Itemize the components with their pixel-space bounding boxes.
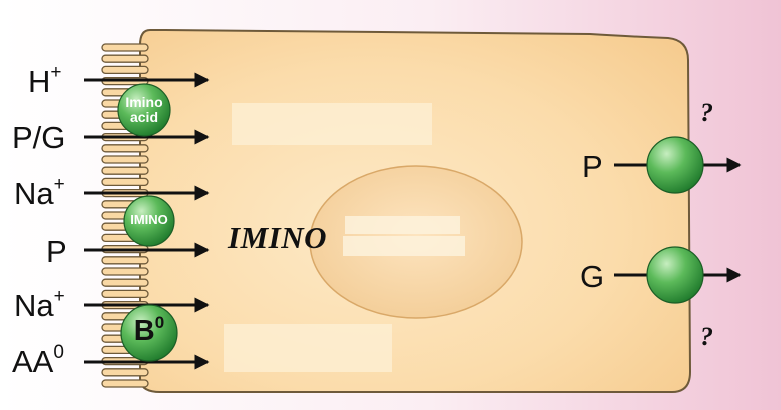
baso-transporter-p	[646, 136, 704, 194]
label-na-plus-2: Na+	[14, 286, 65, 323]
microvillus	[101, 166, 149, 175]
label-p: P	[46, 234, 67, 269]
microvillus	[101, 368, 149, 377]
blank-box-nucleus-2	[343, 236, 465, 256]
microvillus	[101, 289, 149, 299]
microvillus	[101, 155, 149, 164]
transporter-b0-label: B0	[133, 313, 165, 347]
label-p-g: P/G	[12, 120, 66, 155]
baso-transporter-g	[646, 246, 704, 304]
label-na-plus-1: Na+	[14, 174, 65, 211]
microvillus	[101, 267, 149, 276]
blank-box-bottom	[224, 324, 392, 372]
question-mark-top: ?	[700, 98, 713, 127]
question-mark-bottom: ?	[700, 322, 713, 351]
cell-imino-label: IMINO	[228, 220, 327, 255]
blank-box-nucleus-1	[345, 216, 460, 234]
label-h-plus: H+	[28, 62, 62, 99]
microvillus	[101, 43, 149, 52]
label-aa0: AA0	[12, 342, 64, 379]
transporter-imino-label: IMINO	[130, 212, 168, 227]
microvillus	[101, 177, 149, 187]
microvillus	[101, 144, 149, 153]
transporter-imino-acid-label: Imino acid	[125, 94, 163, 125]
transporter-imino	[123, 195, 175, 247]
microvillus	[101, 65, 149, 75]
baso-label-p: P	[582, 149, 603, 184]
transporter-b0	[120, 304, 178, 362]
microvillus	[101, 379, 149, 388]
baso-label-g: G	[580, 259, 605, 294]
microvillus	[101, 54, 149, 63]
microvillus	[101, 278, 149, 287]
transporter-imino-acid	[117, 83, 171, 137]
microvillus	[101, 256, 149, 265]
blank-box-top	[232, 103, 432, 145]
